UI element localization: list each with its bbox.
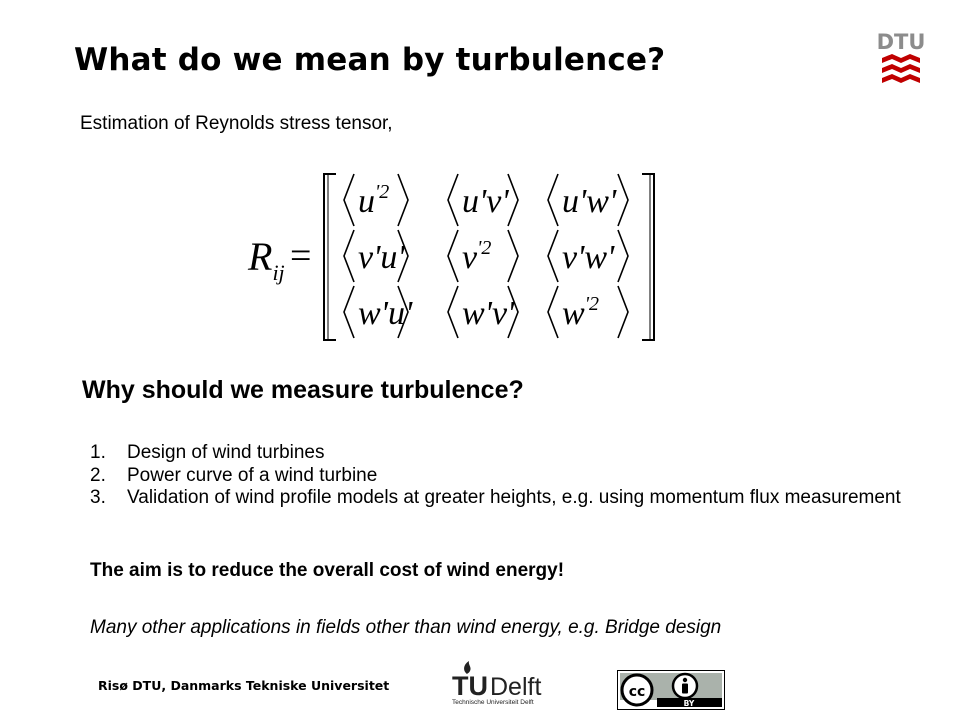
- angle-bracket-right: [397, 173, 409, 227]
- dtu-wave-mark: [882, 74, 920, 83]
- matrix-left-bracket: [323, 173, 336, 341]
- angle-bracket-left: [447, 229, 459, 283]
- angle-bracket-right: [617, 173, 629, 227]
- angle-bracket-left: [343, 173, 355, 227]
- other-applications: Many other applications in fields other …: [90, 617, 722, 638]
- angle-bracket-left: [447, 285, 459, 339]
- matrix-cells: u'2 u'v' u'w' v'u' v'2 v'w' w'u' w'v' w'2: [343, 173, 629, 339]
- tudelft-subtitle: Technische Universiteit Delft: [452, 699, 534, 706]
- tensor-component: w'u': [358, 295, 413, 332]
- angle-bracket-right: [507, 285, 519, 339]
- dtu-logo-text: DTU: [878, 30, 924, 54]
- tensor-component: w'2: [562, 293, 599, 332]
- cc-by-license-badge: cc BY: [617, 670, 725, 710]
- angle-bracket-left: [343, 285, 355, 339]
- angle-bracket-right: [507, 229, 519, 283]
- list-text: Validation of wind profile models at gre…: [127, 487, 901, 508]
- dtu-wave-mark: [882, 54, 920, 63]
- intro-text: Estimation of Reynolds stress tensor,: [80, 113, 393, 134]
- tensor-component: u'2: [358, 181, 389, 220]
- reasons-list: 1. Design of wind turbines 2. Power curve …: [90, 442, 920, 510]
- tensor-component: u'v': [462, 183, 509, 220]
- tudelft-logo: TU Delft: [452, 661, 541, 700]
- dtu-wave-mark: [882, 64, 920, 73]
- flame-icon: [464, 661, 471, 674]
- angle-bracket-left: [343, 229, 355, 283]
- angle-bracket-right: [617, 229, 629, 283]
- angle-bracket-left: [547, 229, 559, 283]
- angle-bracket-left: [447, 173, 459, 227]
- angle-bracket-right: [397, 285, 409, 339]
- tensor-component: w'v': [462, 295, 515, 332]
- list-text: Design of wind turbines: [127, 442, 325, 463]
- cc-icon: [620, 673, 654, 707]
- slide-title: What do we mean by turbulence?: [74, 42, 666, 78]
- list-item: 1. Design of wind turbines: [90, 442, 920, 465]
- angle-bracket-right: [617, 285, 629, 339]
- tudelft-delft: Delft: [490, 673, 541, 700]
- list-number: 1.: [90, 442, 106, 463]
- reynolds-stress-equation: Rij = u'2 u'v' u'w' v'u' v'2 v'w' w'u' w'v' w'2: [247, 173, 655, 341]
- list-number: 3.: [90, 487, 106, 508]
- tensor-component: v'w': [562, 239, 615, 276]
- tensor-component: v'u': [358, 239, 405, 276]
- matrix-right-bracket: [642, 173, 655, 341]
- angle-bracket-right: [397, 229, 409, 283]
- equation-lhs: Rij: [247, 234, 285, 285]
- angle-bracket-left: [547, 173, 559, 227]
- dtu-logo: DTU: [878, 30, 924, 83]
- list-number: 2.: [90, 464, 106, 486]
- section-heading: Why should we measure turbulence?: [82, 376, 524, 404]
- list-text: Power curve of a wind turbine: [127, 464, 378, 486]
- tensor-component: v'2: [462, 237, 491, 276]
- aim-statement: The aim is to reduce the overall cost of…: [90, 560, 565, 581]
- angle-bracket-left: [547, 285, 559, 339]
- tudelft-tu: TU: [452, 671, 488, 700]
- list-item: 3. Validation of wind profile models at g…: [90, 487, 920, 510]
- dtu-logo-waves: [882, 54, 920, 83]
- equation-equals: =: [290, 235, 311, 277]
- cc-by-label: BY: [684, 699, 695, 708]
- angle-bracket-right: [507, 173, 519, 227]
- list-item: 2. Power curve of a wind turbine: [90, 465, 920, 488]
- tensor-component: u'w': [562, 183, 617, 220]
- svg-text:cc: cc: [629, 684, 646, 700]
- footer-institution: Risø DTU, Danmarks Tekniske Universitet: [98, 678, 390, 693]
